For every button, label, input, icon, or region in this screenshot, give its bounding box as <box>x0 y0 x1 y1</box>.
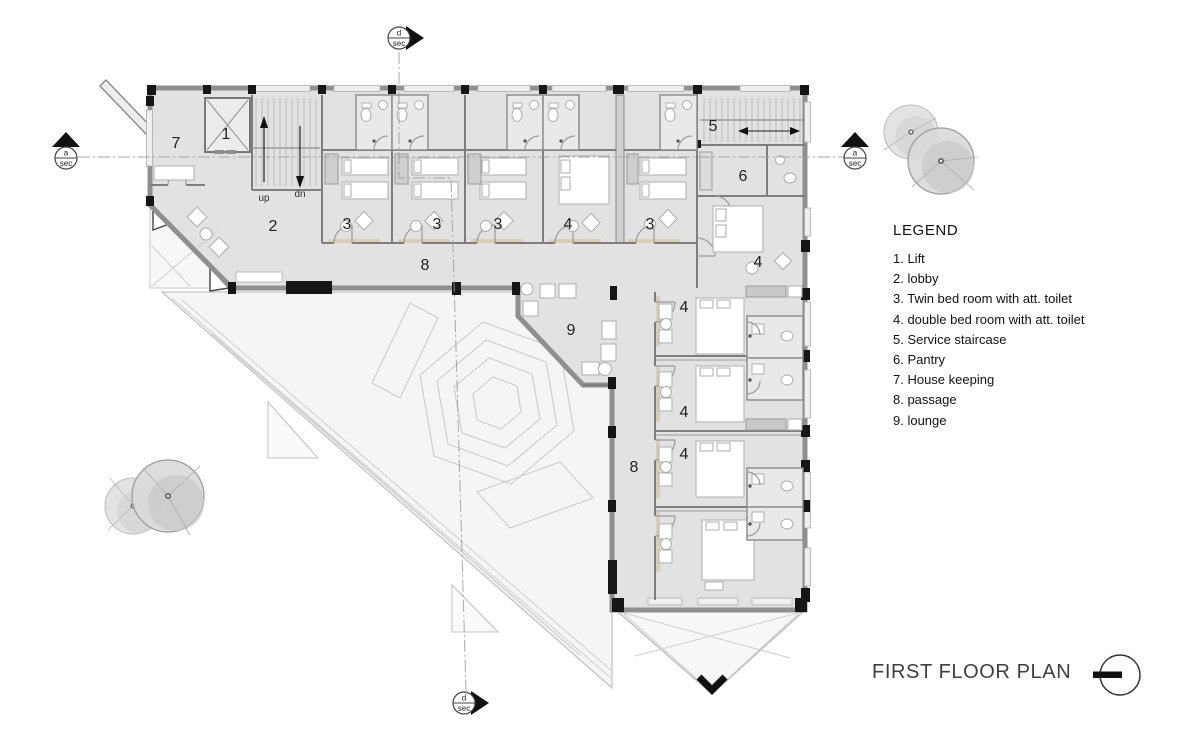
stair-label-dn: dn <box>294 189 305 200</box>
section-marker-d-bottom: d sec <box>452 691 489 715</box>
room-label-service-stair: 5 <box>709 118 718 135</box>
bathrooms-top-wing <box>355 94 698 151</box>
columns <box>146 85 810 612</box>
entrance-canopy <box>99 78 153 136</box>
legend-item: 8. passage <box>893 392 957 408</box>
marker-letter: a <box>64 149 69 158</box>
room-label-pantry: 6 <box>739 168 748 185</box>
legend-item: 6. Pantry <box>893 352 946 368</box>
legend-item: 1. Lift <box>893 251 925 266</box>
legend-panel: LEGEND 1. Lift 2. lobby 3. Twin bed room… <box>893 222 1133 431</box>
furniture-right-wing <box>658 285 803 591</box>
plan-title: FIRST FLOOR PLAN <box>872 661 1072 683</box>
room-label-double-5: 4 <box>680 446 689 463</box>
marker-word: sec <box>393 39 405 48</box>
building-footprint <box>150 88 805 610</box>
legend-item: 9. lounge <box>893 412 947 428</box>
room-label-twin-4: 3 <box>646 216 655 233</box>
main-staircase <box>252 98 320 188</box>
room-label-lounge: 9 <box>567 322 576 339</box>
tree-top-right <box>883 104 979 195</box>
room-label-passage-top: 8 <box>421 257 430 274</box>
section-marker-d-top: d sec <box>387 26 424 50</box>
room-label-double-3: 4 <box>680 299 689 316</box>
legend-item: 7. House keeping <box>893 372 995 388</box>
room-label-lift: 1 <box>222 126 231 143</box>
stair-label-up: up <box>258 193 270 204</box>
room-label-twin-2: 3 <box>433 216 442 233</box>
legend-item: 5. Service staircase <box>893 331 1007 347</box>
tree-bottom-left <box>104 459 205 536</box>
bathrooms-right-wing <box>746 315 804 541</box>
lounge-furniture <box>520 282 617 376</box>
room-label-twin-3: 3 <box>494 216 503 233</box>
lift <box>204 97 251 154</box>
corner-room-furniture <box>699 151 797 275</box>
service-staircase-drawing <box>700 98 805 142</box>
legend-item: 4. double bed room with att. toilet <box>893 311 1085 327</box>
legend-item: 2. lobby <box>893 271 939 287</box>
room-label-house-keeping: 7 <box>172 135 181 152</box>
marker-letter: a <box>853 149 858 158</box>
terrace-courtyard <box>160 291 613 690</box>
marker-letter: d <box>397 29 401 38</box>
section-marker-a-right: a sec <box>841 132 869 170</box>
legend-item: 3. Twin bed room with att. toilet <box>893 291 1072 307</box>
room-labels: 7 1 2 3 3 3 4 3 5 6 4 8 9 4 4 4 8 up dn <box>172 118 763 476</box>
section-marker-a-left: a sec <box>52 132 80 170</box>
room-label-twin-1: 3 <box>343 216 352 233</box>
marker-word: sec <box>849 159 861 168</box>
room-label-passage-right: 8 <box>630 459 639 476</box>
marker-word: sec <box>60 159 72 168</box>
marker-letter: d <box>462 694 466 703</box>
furniture-top-wing <box>153 151 797 275</box>
room-label-lobby: 2 <box>269 218 278 235</box>
marker-word: sec <box>458 704 470 713</box>
legend-heading: LEGEND <box>893 222 959 239</box>
room-label-double-2: 4 <box>754 254 763 271</box>
lobby-furniture <box>153 165 230 258</box>
south-balcony <box>614 609 807 695</box>
section-lines <box>78 52 844 692</box>
section-line-d <box>398 52 467 692</box>
room-label-double-1: 4 <box>564 216 573 233</box>
room-label-double-4: 4 <box>680 404 689 421</box>
